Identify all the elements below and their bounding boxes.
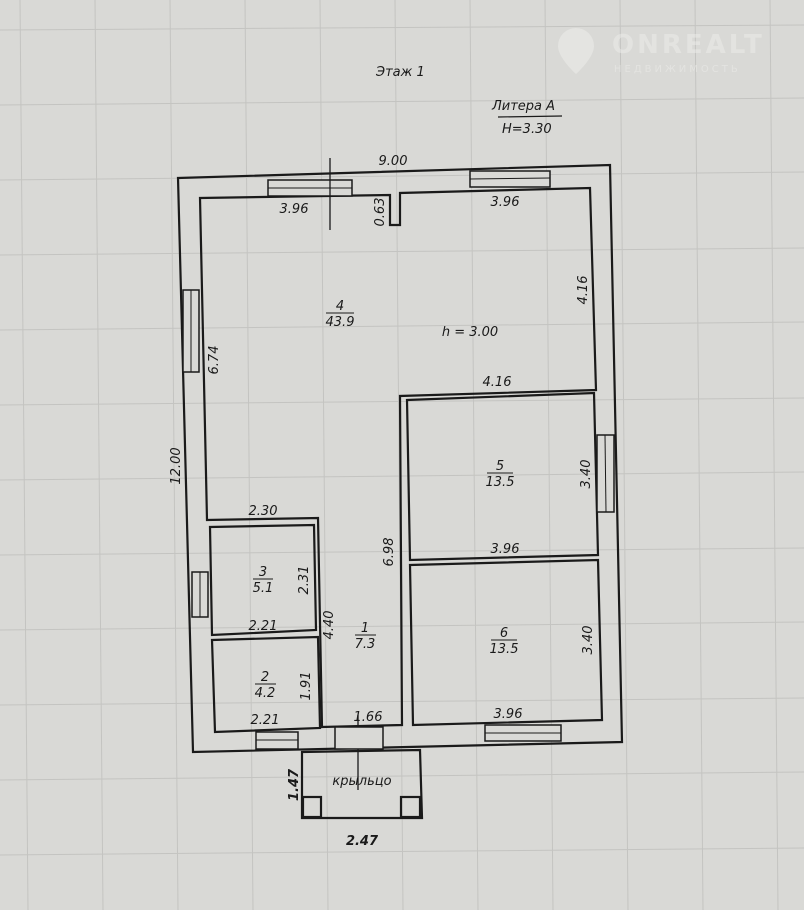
ceiling-height: h = 3.00 <box>442 325 498 340</box>
svg-text:0.63: 0.63 <box>373 198 388 227</box>
window-left-lower <box>191 571 209 618</box>
svg-text:1.91: 1.91 <box>299 672 314 701</box>
svg-text:7.3: 7.3 <box>355 637 376 652</box>
watermark-subtitle: НЕДВИЖИМОСТЬ <box>614 64 741 75</box>
svg-text:6: 6 <box>500 626 508 641</box>
svg-text:3.40: 3.40 <box>581 626 596 655</box>
window-left-upper <box>182 289 200 373</box>
watermark: ONREALT НЕДВИЖИМОСТЬ <box>558 28 765 75</box>
window-top-right <box>469 170 551 188</box>
svg-text:4.16: 4.16 <box>483 375 512 390</box>
svg-text:1.47: 1.47 <box>287 768 302 801</box>
svg-text:43.9: 43.9 <box>326 315 355 330</box>
svg-text:12.00: 12.00 <box>169 447 184 484</box>
floor-label: Этаж 1 <box>375 65 425 80</box>
svg-text:2.21: 2.21 <box>249 619 278 634</box>
svg-text:3.96: 3.96 <box>491 195 520 210</box>
room-3-label: 35.1 <box>253 565 274 596</box>
svg-text:2: 2 <box>261 670 269 685</box>
svg-text:3.96: 3.96 <box>491 542 520 557</box>
room-6-outline <box>408 558 604 727</box>
svg-text:2.47: 2.47 <box>346 834 379 849</box>
svg-text:6.98: 6.98 <box>382 538 397 567</box>
svg-text:4: 4 <box>336 299 344 314</box>
svg-text:3.96: 3.96 <box>494 707 523 722</box>
room-3-outline <box>208 523 318 637</box>
svg-text:13.5: 13.5 <box>490 642 519 657</box>
window-bottom-right <box>484 724 562 742</box>
svg-text:3.40: 3.40 <box>579 460 594 489</box>
room-1-label: 17.3 <box>355 621 376 652</box>
svg-text:3.96: 3.96 <box>280 202 309 217</box>
porch-label: крыльцо <box>332 774 391 789</box>
window-top-left <box>267 179 353 197</box>
room-5-label: 513.5 <box>486 459 515 490</box>
window-bottom-left <box>255 731 299 750</box>
location-pin-icon <box>558 28 594 74</box>
watermark-brand: ONREALT <box>612 30 765 60</box>
room-5-outline <box>405 391 600 562</box>
room-2-outline <box>210 635 322 734</box>
svg-text:5.1: 5.1 <box>253 581 274 596</box>
svg-text:2.30: 2.30 <box>249 504 278 519</box>
svg-text:1.66: 1.66 <box>354 710 383 725</box>
walls <box>176 163 624 820</box>
svg-text:4.16: 4.16 <box>576 276 591 305</box>
room-4-label: 443.9 <box>326 299 355 330</box>
svg-text:5: 5 <box>496 459 504 474</box>
svg-text:9.00: 9.00 <box>379 154 408 169</box>
svg-text:4.40: 4.40 <box>322 611 337 640</box>
svg-text:2.31: 2.31 <box>297 566 312 595</box>
room-6-label: 613.5 <box>490 626 519 657</box>
svg-text:13.5: 13.5 <box>486 475 515 490</box>
litera-label: Литера А <box>491 99 555 114</box>
windows <box>182 158 615 790</box>
room-labels: 443.9 513.5 613.5 35.1 24.2 17.3 h = 3.0… <box>253 299 519 789</box>
svg-text:6.74: 6.74 <box>207 346 222 375</box>
svg-text:2.21: 2.21 <box>251 713 280 728</box>
svg-text:4.2: 4.2 <box>255 686 276 701</box>
svg-text:1: 1 <box>361 621 369 636</box>
window-right <box>596 434 615 513</box>
dimensions: 9.00 3.96 3.96 0.63 4.16 4.16 6.74 12.00… <box>169 154 596 849</box>
room-2-label: 24.2 <box>255 670 276 701</box>
building-height: H=3.30 <box>502 122 552 137</box>
svg-text:3: 3 <box>259 565 267 580</box>
